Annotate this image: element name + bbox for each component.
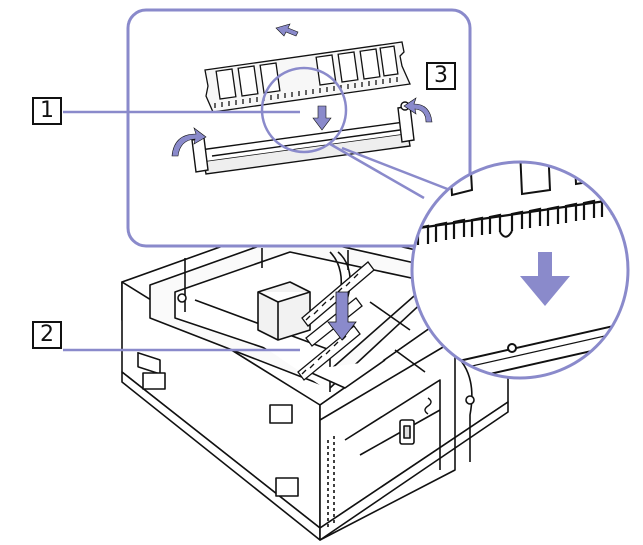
- callout-2: 2: [32, 321, 62, 349]
- latch-open-arrow-icons: [171, 97, 433, 157]
- chassis-insert-arrow-icon: [327, 291, 357, 341]
- focus-circle: [260, 66, 348, 154]
- detail-panel: [126, 8, 472, 248]
- callout-2-label: 2: [40, 322, 54, 347]
- module-insert-arrow-icon: [312, 105, 332, 131]
- module-remove-arrow-icon: [275, 23, 299, 37]
- memory-module: [204, 41, 411, 113]
- callout-1-label: 1: [40, 98, 54, 123]
- callout-3-label: 3: [434, 63, 448, 88]
- magnified-insert-arrow-icon: [520, 252, 570, 306]
- callout-3: 3: [426, 62, 456, 90]
- callout-1: 1: [32, 97, 62, 125]
- memory-slot: [191, 101, 415, 175]
- computer-chassis: [121, 221, 509, 541]
